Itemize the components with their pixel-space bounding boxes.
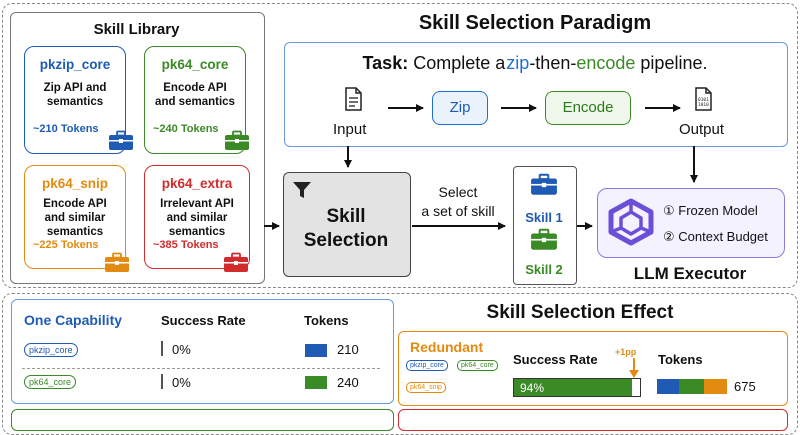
input-label: Input (333, 121, 367, 138)
filter-icon (293, 182, 311, 198)
briefcase-icon (225, 130, 249, 150)
success-bar-fill (514, 379, 633, 396)
tokens-stacked-bar (657, 379, 727, 394)
col-tokens: Tokens (304, 313, 349, 328)
svg-text:0101: 0101 (698, 97, 709, 103)
task-text: Complete a (413, 53, 506, 73)
zip-step: Zip (432, 91, 488, 125)
executor-context-budget: ② Context Budget (663, 229, 768, 244)
skill-card-tokens: ~225 Tokens (33, 239, 99, 251)
encode-step: Encode (545, 91, 631, 125)
tokens-value: 240 (337, 375, 359, 390)
success-bar-track: 94% (513, 378, 641, 397)
redundant-panel (398, 331, 788, 406)
skill-card-tokens: ~240 Tokens (153, 123, 219, 135)
svg-text:1010: 1010 (698, 102, 709, 108)
skill-card-name: pk64_extra (161, 176, 233, 191)
success-bar-empty (161, 374, 163, 389)
skill-card-name: pk64_core (161, 57, 229, 72)
briefcase-icon (109, 130, 133, 150)
one-capability-panel (11, 299, 394, 404)
output-label: Output (679, 121, 725, 138)
llm-executor-title: LLM Executor (633, 264, 747, 283)
tokens-value: 210 (337, 342, 359, 357)
paradigm-title: Skill Selection Paradigm (418, 12, 652, 34)
task-text: -then- (529, 53, 577, 73)
success-rate-value: 94% (520, 381, 545, 395)
one-capability-title: One Capability (24, 312, 123, 328)
briefcase-icon (531, 173, 557, 195)
tokens-segment-pk64-snip (703, 379, 727, 394)
col-success-rate: Success Rate (513, 352, 598, 367)
tokens-swatch (305, 376, 327, 389)
tokens-value: 675 (734, 379, 756, 394)
task-zip: zip (506, 53, 530, 73)
col-success-rate: Success Rate (161, 313, 246, 328)
chip-pk64-core: pk64_core (24, 375, 77, 389)
flow-arrows (264, 104, 698, 230)
row-divider (22, 368, 380, 369)
success-bar-empty (161, 341, 163, 356)
skill-card-name: pk64_snip (41, 176, 109, 191)
skill-2-label: Skill 2 (525, 262, 563, 277)
task-label: Task: (362, 53, 409, 73)
executor-frozen-model: ① Frozen Model (663, 203, 758, 218)
chip-pkzip-core: pkzip_core (406, 360, 448, 371)
down-arrow-icon (629, 358, 639, 378)
delta-label: +1pp (615, 347, 637, 357)
task-sentence: Task: Complete a zip-then-encode pipelin… (284, 53, 786, 74)
document-icon (345, 87, 362, 111)
tokens-segment-pk64-core (678, 379, 704, 394)
tokens-swatch (305, 344, 327, 357)
chip-pk64-snip: pk64_snip (406, 382, 446, 393)
next-panel-red (398, 409, 788, 431)
effect-title: Skill Selection Effect (486, 302, 674, 323)
skill-card-tokens: ~210 Tokens (33, 123, 99, 135)
briefcase-icon (224, 252, 248, 272)
skill-card-tokens: ~385 Tokens (153, 239, 219, 251)
model-logo-icon (608, 198, 654, 246)
task-encode: encode (576, 53, 636, 73)
redundant-title: Redundant (410, 339, 484, 355)
tokens-segment-pkzip (657, 379, 679, 394)
task-panel (284, 42, 788, 147)
chip-pkzip-core: pkzip_core (24, 343, 78, 357)
briefcase-icon (531, 228, 557, 250)
next-panel-green (11, 409, 394, 431)
selected-skills-box (513, 166, 577, 285)
skill-1-label: Skill 1 (525, 210, 563, 225)
skill-card-name: pkzip_core (39, 57, 111, 72)
binary-file-icon: 0101 1010 (695, 87, 712, 111)
skill-library-title: Skill Library (93, 21, 180, 38)
chip-pk64-core: pk64_core (457, 360, 498, 371)
col-tokens: Tokens (658, 352, 703, 367)
briefcase-icon (105, 252, 129, 272)
task-text: pipeline. (640, 53, 708, 73)
success-rate-value: 0% (172, 375, 191, 390)
success-rate-value: 0% (172, 342, 191, 357)
